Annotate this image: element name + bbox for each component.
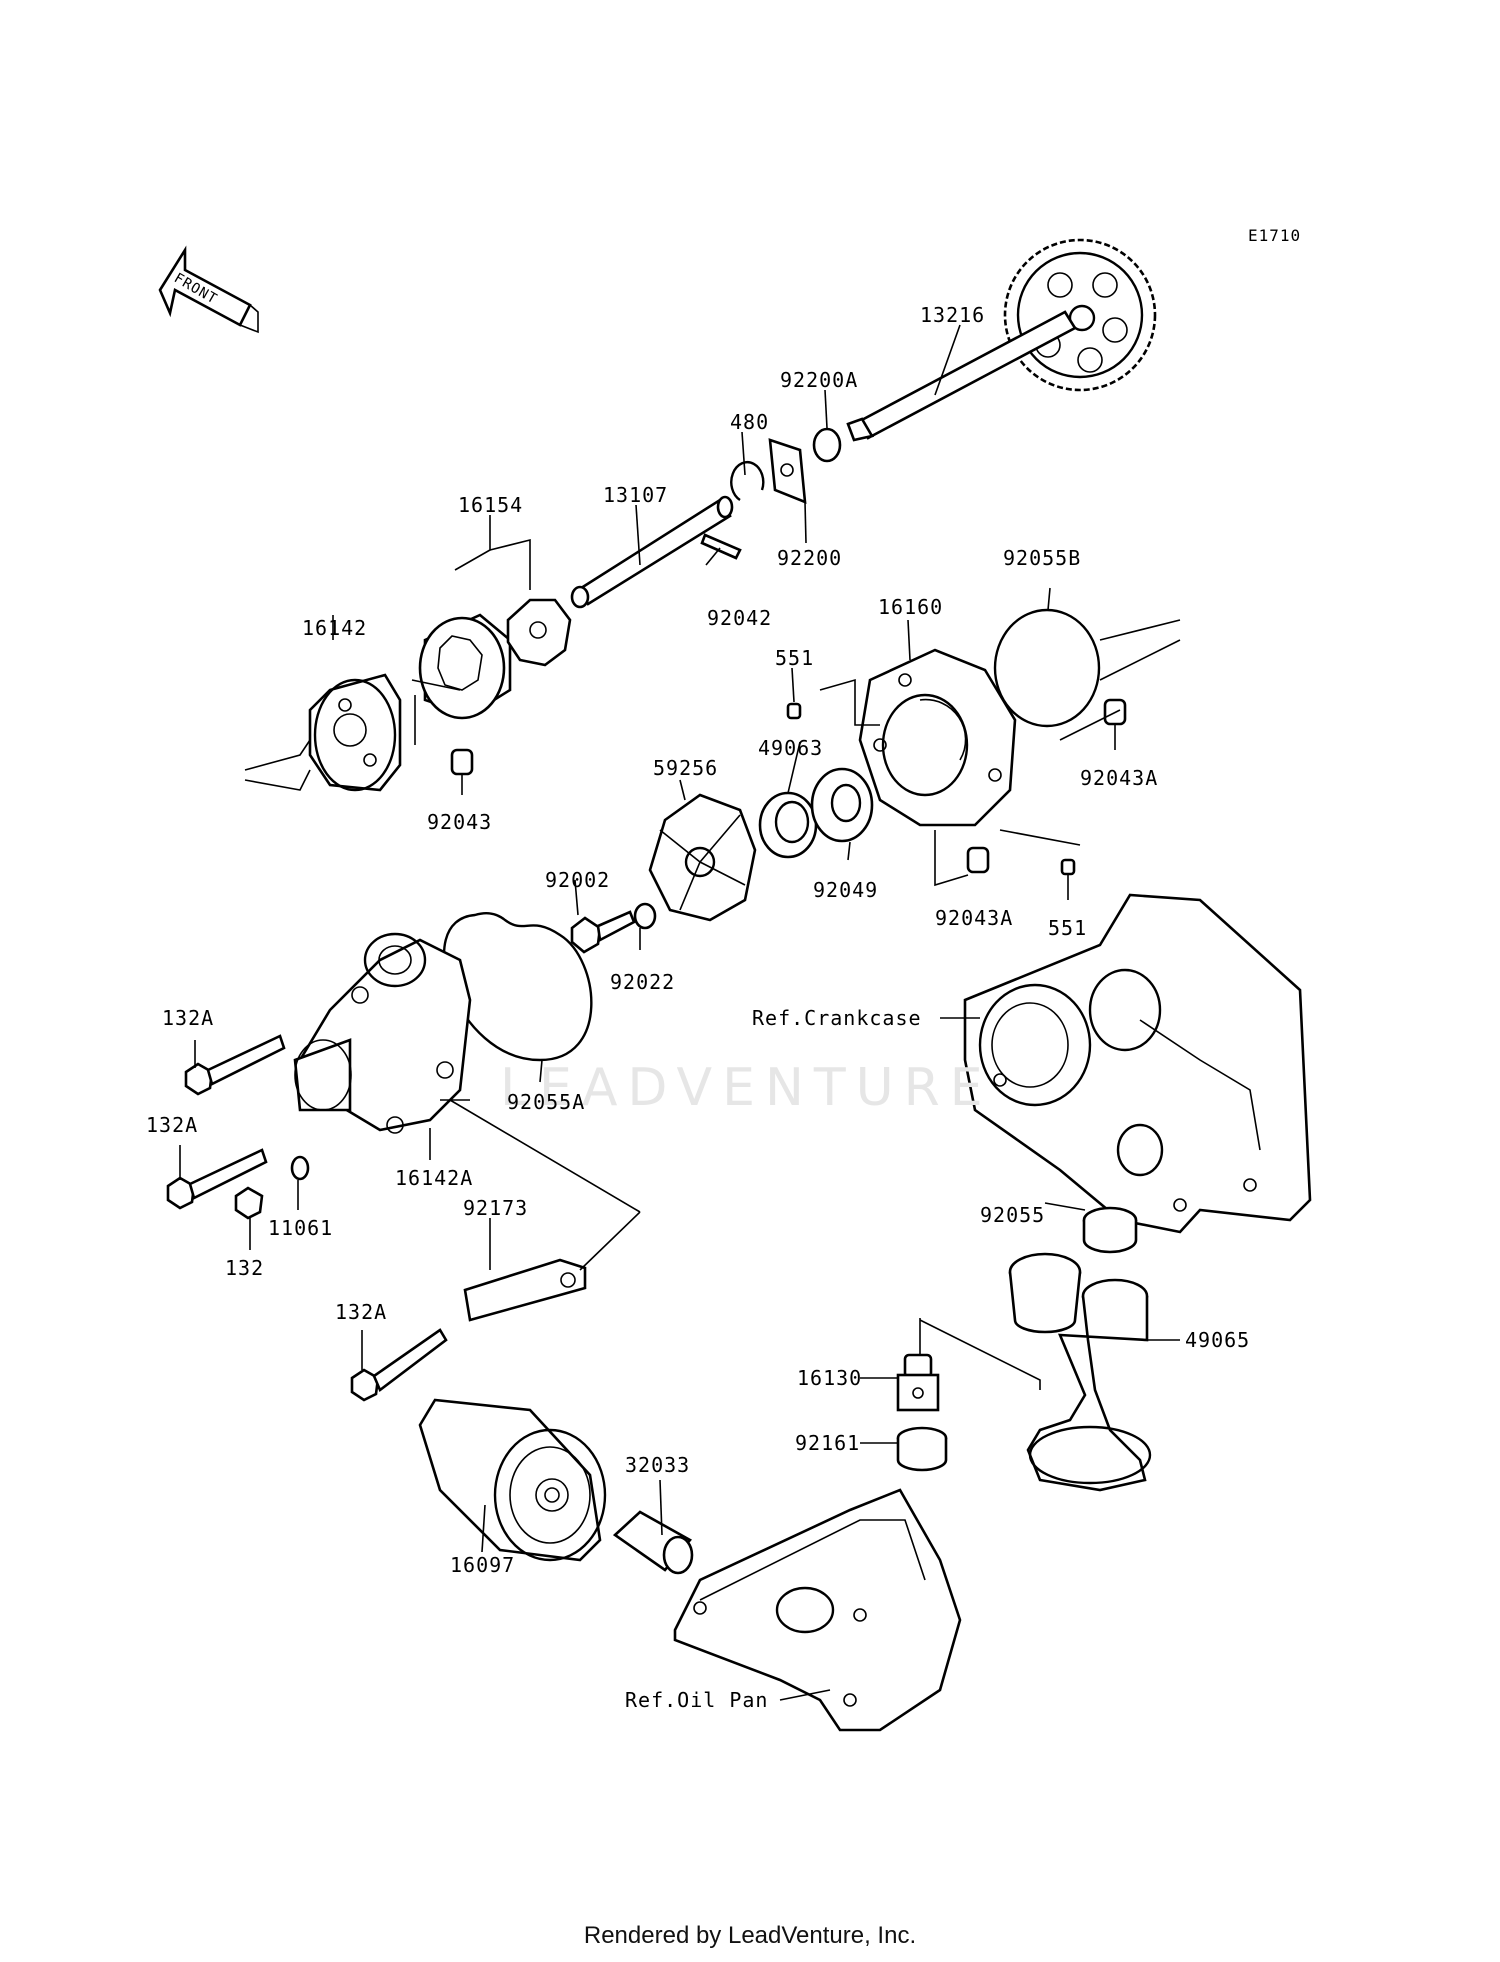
bolt-132 xyxy=(234,1186,264,1220)
pump-housing-16142 xyxy=(308,673,402,792)
bearing-92049 xyxy=(810,767,874,843)
label-92173: 92173 xyxy=(463,1196,529,1220)
label-551-bottom: 551 xyxy=(1048,916,1088,940)
label-92049: 92049 xyxy=(813,878,879,902)
footer-credit: Rendered by LeadVenture, Inc. xyxy=(583,1922,917,1949)
label-11061: 11061 xyxy=(268,1216,334,1240)
label-132: 132 xyxy=(225,1256,265,1280)
label-ref-oil-pan: Ref.Oil Pan xyxy=(625,1688,769,1712)
label-92055B: 92055B xyxy=(1003,546,1082,570)
pipe-32033 xyxy=(612,1510,694,1575)
label-92022: 92022 xyxy=(610,970,676,994)
o-ring-92055B xyxy=(993,608,1101,728)
bolt-132A-lower xyxy=(350,1328,448,1402)
label-132A-3: 132A xyxy=(335,1300,388,1324)
label-59256: 59256 xyxy=(653,756,719,780)
leader-lines xyxy=(179,324,1181,1701)
bracket-92173 xyxy=(463,1258,587,1322)
circlip-480 xyxy=(730,461,765,502)
dowel-551-bottom xyxy=(1060,858,1076,876)
bolt-132A-upper xyxy=(184,1034,286,1096)
label-92200A: 92200A xyxy=(780,368,859,392)
pin-92042 xyxy=(700,533,742,560)
label-92002: 92002 xyxy=(545,868,611,892)
washer-92022 xyxy=(633,902,657,930)
washer-11061 xyxy=(290,1155,310,1181)
label-92161: 92161 xyxy=(795,1431,861,1455)
dowel-92043A-bottom xyxy=(966,846,990,874)
label-92042: 92042 xyxy=(707,606,773,630)
label-16142A: 16142A xyxy=(395,1166,474,1190)
label-92055: 92055 xyxy=(980,1203,1046,1227)
label-13216: 13216 xyxy=(920,303,986,327)
diagram-code: E1710 xyxy=(1248,226,1302,245)
label-480: 480 xyxy=(730,410,770,434)
label-92043A-right: 92043A xyxy=(1080,766,1159,790)
label-16154: 16154 xyxy=(458,493,524,517)
label-ref-crankcase: Ref.Crankcase xyxy=(752,1006,922,1030)
label-16160: 16160 xyxy=(878,595,944,619)
crankcase-reference xyxy=(963,893,1312,1234)
water-pump-cover-16142A xyxy=(293,932,472,1134)
bolt-92002 xyxy=(570,910,636,954)
label-92043: 92043 xyxy=(427,810,493,834)
label-132A-1: 132A xyxy=(162,1006,215,1030)
dowel-92043 xyxy=(450,748,474,776)
label-132A-2: 132A xyxy=(146,1113,199,1137)
impeller-59256 xyxy=(648,793,757,922)
washer-92200A xyxy=(812,427,842,463)
label-92055A: 92055A xyxy=(507,1090,586,1114)
label-49065: 49065 xyxy=(1185,1328,1251,1352)
plate-92200 xyxy=(768,438,807,504)
nut-92161 xyxy=(896,1426,948,1472)
shaft-13107 xyxy=(570,495,734,609)
label-16130: 16130 xyxy=(797,1366,863,1390)
pump-cover-16160 xyxy=(858,648,1017,827)
oil-pump-shaft-gear xyxy=(846,238,1157,442)
fitting-16130 xyxy=(896,1353,940,1412)
label-92043A-bottom: 92043A xyxy=(935,906,1014,930)
dowel-551-top xyxy=(786,702,802,720)
label-16142: 16142 xyxy=(302,616,368,640)
strainer-pipe-49065 xyxy=(1008,1252,1152,1492)
front-arrow-icon xyxy=(158,245,259,334)
oil-filter-16097 xyxy=(418,1398,607,1562)
watermark-text: LEADVENTURE xyxy=(500,1058,993,1118)
collar-92055 xyxy=(1082,1206,1138,1254)
label-16097: 16097 xyxy=(450,1553,516,1577)
label-49063: 49063 xyxy=(758,736,824,760)
rotor-16154 xyxy=(418,598,572,720)
seal-49063 xyxy=(758,791,818,859)
oil-pan-reference xyxy=(673,1488,962,1732)
label-32033: 32033 xyxy=(625,1453,691,1477)
label-13107: 13107 xyxy=(603,483,669,507)
label-92200: 92200 xyxy=(777,546,843,570)
label-551-top: 551 xyxy=(775,646,815,670)
